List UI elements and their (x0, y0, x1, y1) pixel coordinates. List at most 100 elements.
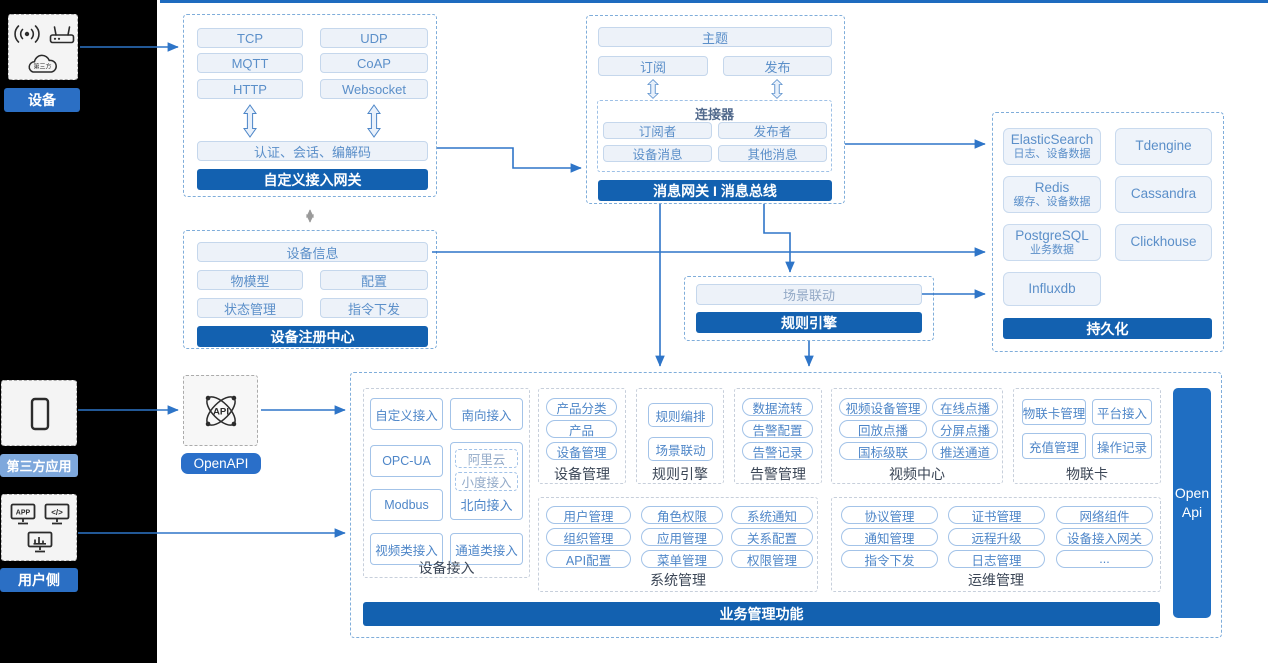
section-iot-card (1013, 388, 1161, 484)
item-push-channel: 推送通道 (932, 442, 998, 460)
item-role-perm: 角色权限 (641, 506, 723, 524)
device-info-box: 设备信息 (197, 242, 428, 262)
connector-subscriber: 订阅者 (603, 122, 712, 139)
section-device-access (363, 388, 530, 578)
svg-text:API: API (213, 406, 229, 417)
connector-box (597, 100, 832, 172)
item-api-config: API配置 (546, 550, 631, 568)
access-north-label: 北向接入 (460, 498, 513, 513)
status-mgmt-box: 状态管理 (197, 298, 303, 318)
config-box: 配置 (320, 270, 428, 290)
connector-publisher: 发布者 (718, 122, 827, 139)
item-device-mgmt: 设备管理 (546, 442, 617, 460)
protocol-websocket: Websocket (320, 79, 428, 99)
app-monitor-icon: APP (10, 503, 36, 525)
item-network-component: 网络组件 (1056, 506, 1153, 524)
access-video: 视频类接入 (370, 533, 443, 565)
item-more: ... (1056, 550, 1153, 568)
devices-panel: 第三方 (8, 14, 78, 80)
item-playback: 回放点播 (839, 420, 927, 438)
store-clickhouse: Clickhouse (1115, 224, 1212, 261)
item-cert-mgmt: 证书管理 (948, 506, 1045, 524)
section-label-alarm: 告警管理 (750, 466, 806, 482)
item-product-category: 产品分类 (546, 398, 617, 416)
item-sys-notice: 系统通知 (731, 506, 813, 524)
double-arrow-icon (647, 79, 659, 99)
thing-model-box: 物模型 (197, 270, 303, 290)
item-remote-upgrade: 远程升级 (948, 528, 1045, 546)
section-system (538, 497, 818, 592)
openapi-panel: API (183, 375, 258, 446)
api-atom-icon: API (205, 395, 237, 427)
user-side-label: 用户侧 (0, 568, 78, 592)
message-bus-box (586, 15, 845, 204)
connector-other-msg: 其他消息 (718, 145, 827, 162)
topic-box: 主题 (598, 27, 832, 47)
section-label-iot-card: 物联卡 (1066, 466, 1108, 482)
section-label-system: 系统管理 (650, 572, 706, 588)
protocol-mqtt: MQTT (197, 53, 303, 73)
item-notice-mgmt: 通知管理 (841, 528, 938, 546)
device-registry-bar: 设备注册中心 (197, 326, 428, 347)
router-icon (49, 26, 75, 44)
section-label-device-mgmt: 设备管理 (554, 466, 610, 482)
store-cassandra: Cassandra (1115, 176, 1212, 213)
double-arrow-icon (771, 79, 783, 99)
item-video-device-mgmt: 视频设备管理 (839, 398, 927, 416)
code-monitor-icon: </> (44, 503, 70, 525)
open-api-vertical-bar: Open Api (1173, 388, 1211, 618)
item-split-play: 分屏点播 (932, 420, 998, 438)
phone-icon (30, 397, 50, 431)
item-scene-linkage: 场景联动 (648, 437, 713, 461)
protocol-tcp: TCP (197, 28, 303, 48)
section-label-ops: 运维管理 (968, 572, 1024, 588)
section-device-mgmt (538, 388, 626, 484)
publish-box: 发布 (723, 56, 832, 76)
protocol-udp: UDP (320, 28, 428, 48)
access-channel: 通道类接入 (450, 533, 523, 565)
svg-text:第三方: 第三方 (33, 63, 51, 71)
item-rule-orchestration: 规则编排 (648, 403, 713, 427)
access-south: 南向接入 (450, 398, 523, 430)
item-app-mgmt: 应用管理 (641, 528, 723, 546)
item-operation-record: 操作记录 (1092, 433, 1152, 459)
subscribe-box: 订阅 (598, 56, 708, 76)
chart-monitor-icon (27, 531, 53, 553)
section-label-video: 视频中心 (889, 466, 945, 482)
cloud-icon: 第三方 (28, 54, 57, 73)
item-protocol-mgmt: 协议管理 (841, 506, 938, 524)
access-aliyun: 阿里云 (455, 449, 518, 468)
svg-text:APP: APP (16, 510, 31, 517)
access-xiaodu: 小度接入 (455, 472, 518, 491)
third-party-panel (1, 380, 77, 446)
section-ops (831, 497, 1161, 592)
section-rule (636, 388, 724, 484)
connector-title: 连接器 (694, 107, 734, 122)
rule-engine-bar: 规则引擎 (696, 312, 922, 333)
item-platform-access: 平台接入 (1092, 399, 1152, 425)
item-org-mgmt: 组织管理 (546, 528, 631, 546)
item-online-play: 在线点播 (932, 398, 998, 416)
svg-text:</>: </> (51, 508, 63, 517)
section-label-rule: 规则引擎 (652, 466, 708, 482)
connector-device-msg: 设备消息 (603, 145, 712, 162)
business-title-bar: 业务管理功能 (363, 602, 1160, 626)
item-product: 产品 (546, 420, 617, 438)
item-gb-cascade: 国标级联 (839, 442, 927, 460)
item-device-gateway: 设备接入网关 (1056, 528, 1153, 546)
item-recharge-mgmt: 充值管理 (1022, 433, 1086, 459)
persistence-box (992, 112, 1224, 352)
access-custom: 自定义接入 (370, 398, 443, 430)
session-codec-box: 认证、会话、编解码 (197, 141, 428, 161)
third-party-label: 第三方应用 (0, 454, 78, 477)
business-box (350, 372, 1222, 638)
item-alarm-record: 告警记录 (742, 442, 813, 460)
item-iot-card-mgmt: 物联卡管理 (1022, 399, 1086, 425)
double-arrow-icon (367, 104, 381, 138)
section-label-device-access: 设备接入 (418, 560, 475, 576)
item-menu-mgmt: 菜单管理 (641, 550, 723, 568)
access-opcua: OPC-UA (370, 445, 443, 477)
